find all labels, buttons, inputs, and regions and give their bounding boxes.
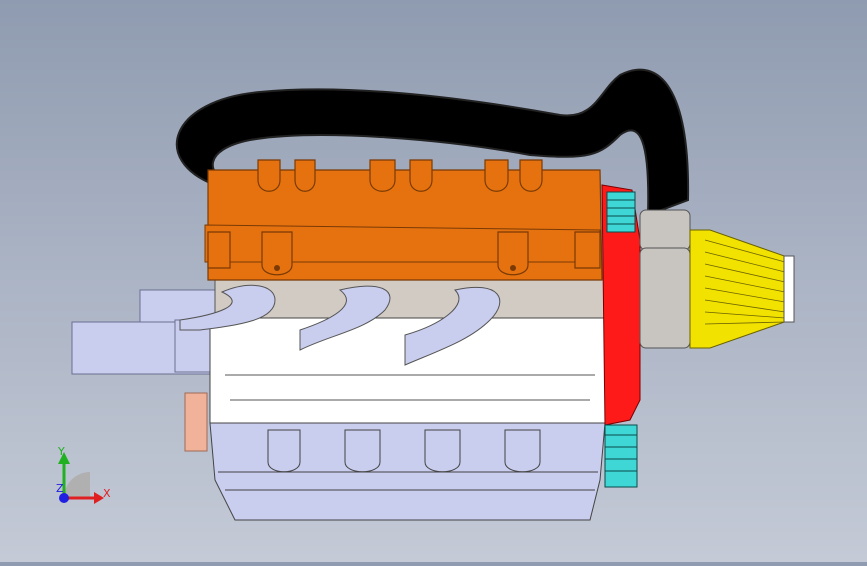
cylinder-head [214,277,606,321]
timing-belt [604,191,638,488]
y-axis-label: Y [57,445,65,458]
z-axis-label: Z [56,482,64,495]
valve-cover [204,159,603,281]
x-axis-label: X [103,487,111,500]
crank-pulley [184,392,208,452]
intake-elbow [639,209,691,349]
intake-hose [175,68,690,217]
oil-pan [209,422,606,521]
manifold-runners [179,284,501,366]
axis-triad: Y X Z [56,445,111,504]
air-filter [689,229,795,349]
